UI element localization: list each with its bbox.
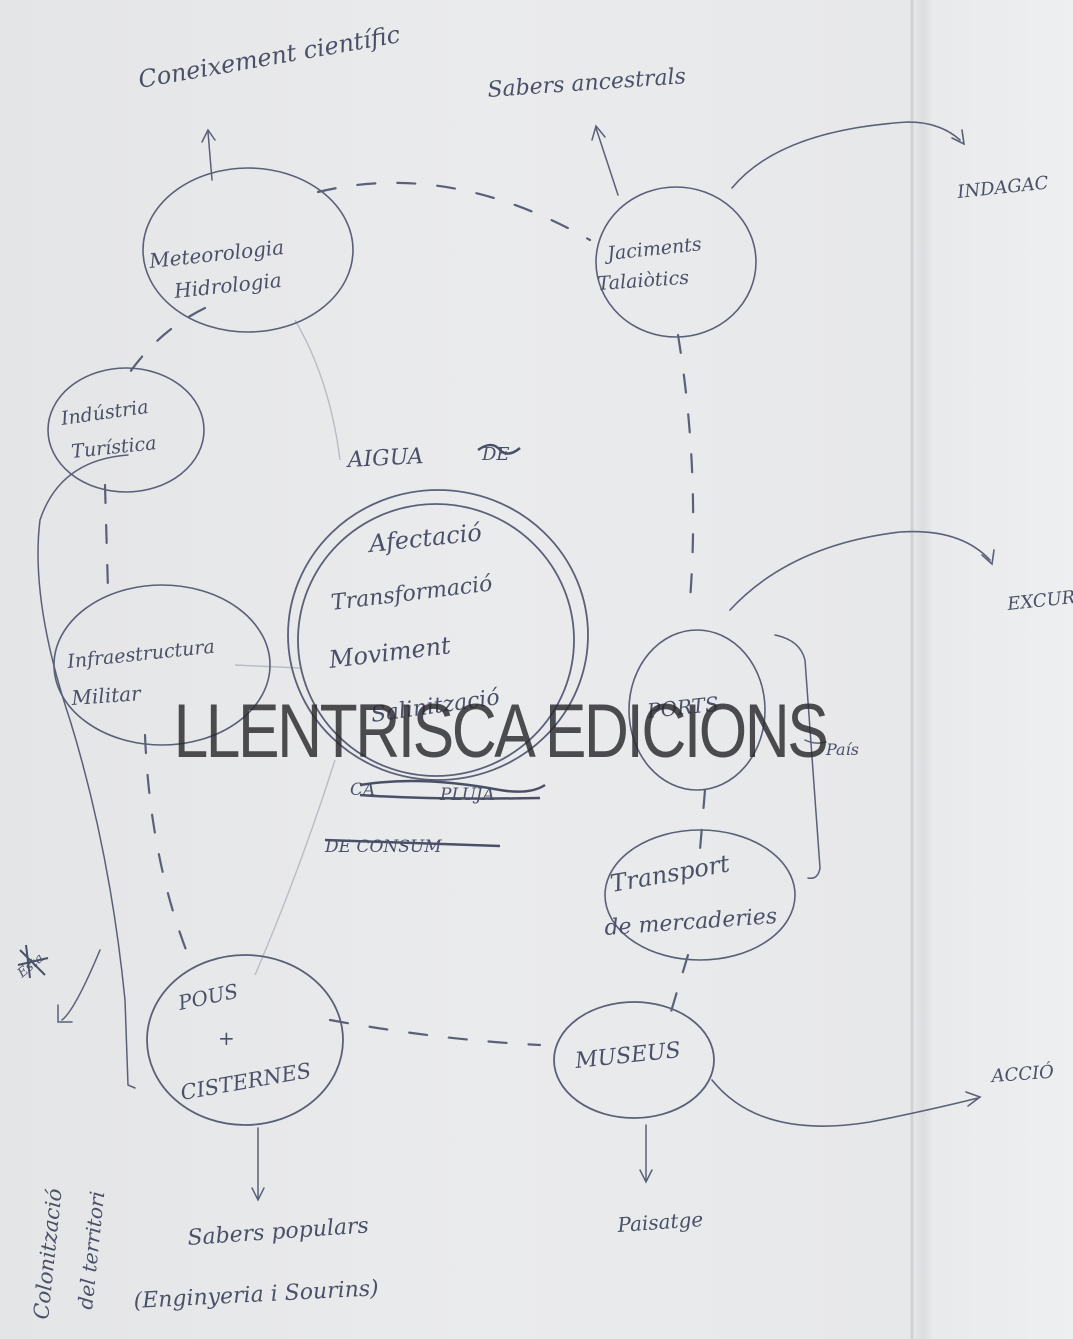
jaciments-line1: Jaciments	[602, 233, 703, 265]
infra-line1: Infraestructura	[65, 636, 216, 673]
scribble-consum	[324, 838, 501, 848]
node-museus-circle	[553, 1001, 715, 1119]
arrow-head-icon	[981, 549, 995, 566]
industria-line2: Turística	[70, 432, 157, 463]
pous-line3: CISTERNES	[179, 1058, 313, 1105]
arrow-excursio-icon	[729, 530, 991, 611]
aigua-struck: DE	[481, 444, 510, 465]
node-jaciments-circle	[595, 186, 757, 338]
arrow-indagacio-icon	[731, 121, 961, 189]
infra-line2: Militar	[70, 681, 143, 710]
scribble-esta	[17, 944, 49, 979]
scribble-pluja	[359, 779, 546, 800]
struck-pluja: PLUJA	[439, 785, 495, 805]
link-meteo-jaciments	[316, 181, 592, 242]
side-accio: ACCIÓ	[989, 1060, 1055, 1087]
museus-label: MUSEUS	[573, 1038, 682, 1074]
link-meteo-industria	[128, 306, 207, 374]
link-pous-center	[254, 759, 336, 976]
label-coneixement: Coneixement científic	[136, 20, 402, 94]
arrow-up-icon	[201, 128, 216, 181]
arrow-up-icon	[591, 124, 619, 196]
link-meteo-center	[294, 319, 341, 461]
link-infra-pous	[143, 733, 192, 962]
side-indagacio: INDAGAC	[955, 173, 1049, 204]
meteorologia-line1: Meteorologia	[147, 235, 285, 273]
struck-ca: CA	[350, 780, 375, 800]
link-infra-center	[234, 664, 301, 669]
arrow-head-icon	[965, 1091, 982, 1107]
pais-bracket	[774, 634, 821, 880]
arrow-accio-icon	[711, 1079, 979, 1127]
center-line2: Transformació	[330, 571, 494, 616]
side-excursio: EXCUR	[1005, 587, 1073, 615]
center-line1: Afectació	[366, 518, 483, 558]
arrow-colonitzacio-line	[37, 454, 136, 1089]
arrow-down-icon	[639, 1124, 653, 1184]
label-enginyeria: (Enginyeria i Sourins)	[133, 1276, 379, 1314]
node-ports-circle	[628, 629, 766, 791]
link-transport-museus	[668, 953, 690, 1017]
label-pais: País	[825, 740, 859, 759]
jaciments-line2: Talaiòtics	[597, 267, 690, 295]
arrow-head-icon	[951, 129, 966, 146]
node-center-circle-inner	[297, 503, 575, 777]
transport-line2: de mercaderies	[604, 904, 778, 941]
watermark: LLENTRISCA EDICIONS	[173, 689, 829, 774]
struck-consum: DE CONSUM	[324, 837, 442, 857]
link-jaciments-ports	[676, 333, 695, 602]
meteorologia-line2: Hidrologia	[172, 268, 283, 303]
industria-line1: Indústria	[59, 396, 150, 430]
label-sabers-populars: Sabers populars	[187, 1213, 370, 1251]
center-line3: Moviment	[326, 631, 452, 674]
link-pous-museus	[328, 1018, 542, 1047]
aigua-label: AIGUA	[345, 444, 424, 473]
label-paisatge: Paisatge	[616, 1207, 704, 1237]
node-transport-circle	[604, 829, 796, 961]
node-pous-circle	[146, 954, 344, 1126]
node-center-circle-outer	[287, 489, 589, 781]
link-industria-infra	[103, 483, 110, 592]
arrow-colonitzacio-icon	[57, 949, 101, 1023]
label-colonitzacio-1: Colonització	[29, 1187, 67, 1320]
pous-line1: POUS	[175, 979, 240, 1015]
pais-bracket-tick	[804, 739, 827, 744]
node-industria-circle	[47, 367, 205, 493]
label-colonitzacio-2: del territori	[73, 1190, 109, 1311]
pous-line2: +	[218, 1026, 235, 1050]
link-ports-transport	[698, 788, 707, 852]
arrow-down-icon	[251, 1127, 265, 1202]
scribble-de	[477, 443, 521, 455]
label-sabers-ancestrals: Sabers ancestrals	[487, 64, 687, 103]
node-meteorologia-circle	[142, 167, 354, 333]
transport-line1: Transport	[608, 849, 732, 898]
